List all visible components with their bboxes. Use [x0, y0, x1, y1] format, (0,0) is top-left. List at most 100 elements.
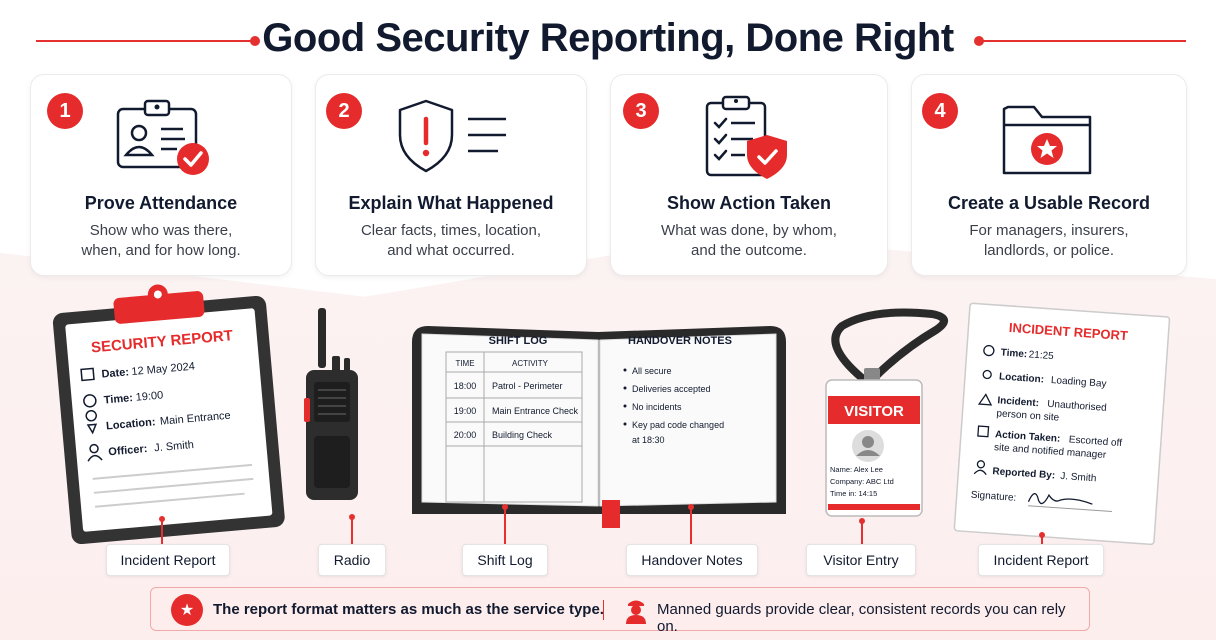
connector-line	[690, 508, 692, 544]
step-badge-1: 1	[47, 93, 83, 129]
card-desc-line: landlords, or police.	[983, 242, 1115, 259]
connector-dot	[349, 514, 355, 520]
visitor-time-in: Time in: 14:15	[830, 489, 877, 498]
log-row-activity: Building Check	[492, 430, 553, 440]
title-rule-left	[36, 40, 252, 42]
officer-icon	[89, 443, 99, 454]
incident-location-label: Location:	[999, 371, 1045, 385]
card-desc-line: when, and for how long.	[81, 242, 241, 259]
handover-item: All secure	[632, 366, 672, 376]
card-title: Create a Usable Record	[947, 193, 1151, 213]
handover-heading: HANDOVER NOTES	[628, 335, 732, 347]
connector-dot	[159, 516, 165, 522]
title-rule-right	[980, 40, 1186, 42]
action-label: Action Taken:	[995, 429, 1061, 445]
card-desc-line: and what occurred.	[387, 242, 515, 259]
label-incident-report: Incident Report	[106, 544, 230, 576]
officer-label: Officer:	[108, 443, 148, 458]
title-dot-left	[250, 36, 260, 46]
card-description: Show who was there, when, and for how lo…	[31, 221, 291, 261]
log-row-time: 19:00	[454, 406, 477, 416]
label-handover-notes: Handover Notes	[626, 544, 758, 576]
banner-right-text: Manned guards provide clear, consistent …	[657, 601, 1066, 635]
log-row-activity: Main Entrance Check	[492, 406, 579, 416]
connector-dot	[859, 518, 865, 524]
location-pin-icon	[982, 369, 992, 380]
incident-time-label: Time:	[1000, 347, 1027, 360]
card-description: Clear facts, times, location, and what o…	[316, 221, 586, 261]
card-create-usable-record: 4 Create a Usable Record For managers, i…	[911, 74, 1187, 276]
connector-line	[861, 522, 863, 544]
card-desc-line: and the outcome.	[691, 242, 807, 259]
connector-dot	[1039, 532, 1045, 538]
date-value: 12 May 2024	[131, 361, 195, 378]
card-show-action-taken: 3 Show Action Taken What was done, by wh…	[610, 74, 888, 276]
col-time: TIME	[455, 359, 474, 368]
banner-divider	[603, 600, 604, 620]
warning-icon	[977, 393, 993, 406]
card-prove-attendance: 1 Prove Attendance Show who was there, w…	[30, 74, 292, 276]
card-description: For managers, insurers, landlords, or po…	[912, 221, 1186, 261]
card-title: Prove Attendance	[84, 193, 238, 213]
clock-icon	[83, 394, 97, 408]
security-report-clipboard: SECURITY REPORT Date: 12 May 2024 Time: …	[52, 284, 285, 544]
shield-alert-icon	[398, 99, 506, 173]
radio-walkie-talkie	[304, 308, 358, 500]
connector-dot	[688, 504, 694, 510]
date-label: Date:	[101, 366, 129, 380]
card-title: Show Action Taken	[666, 193, 831, 213]
footer-banner: ★ The report format matters as much as t…	[150, 587, 1090, 635]
officer-value: J. Smith	[154, 439, 195, 454]
step-badge-4: 4	[922, 93, 958, 129]
card-desc-line: Show who was there,	[89, 222, 233, 239]
shift-log-heading: SHIFT LOG	[489, 335, 548, 347]
card-desc-line: Clear facts, times, location,	[360, 222, 542, 239]
visitor-heading: VISITOR	[844, 403, 904, 420]
reported-label: Reported By:	[992, 466, 1055, 481]
incident-report-sheet: INCIDENT REPORT Time: 21:25 Location: Lo…	[953, 302, 1171, 546]
signature-scribble	[1027, 492, 1093, 505]
calendar-icon	[80, 367, 95, 382]
action-value: Escorted off	[1068, 434, 1122, 449]
card-explain-what-happened: 2 Explain What Happened Clear facts, tim…	[315, 74, 587, 276]
card-title: Explain What Happened	[348, 193, 554, 213]
clipboard-checklist-icon	[705, 95, 787, 179]
id-badge-check-icon	[116, 99, 209, 175]
connector-dot	[502, 504, 508, 510]
title-dot-right	[974, 36, 984, 46]
visitor-pass: VISITOR Name: Alex Lee Company: ABC Ltd …	[825, 308, 948, 517]
col-activity: ACTIVITY	[512, 359, 549, 368]
connector-line	[161, 520, 163, 544]
log-row-time: 20:00	[454, 430, 477, 440]
handover-item: No incidents	[632, 402, 682, 412]
visitor-name: Name: Alex Lee	[830, 465, 883, 474]
label-visitor-entry: Visitor Entry	[806, 544, 916, 576]
log-row-time: 18:00	[454, 381, 477, 391]
connector-line	[504, 508, 506, 544]
incident-location-value: Loading Bay	[1051, 375, 1107, 390]
page-title: Good Security Reporting, Done Right	[262, 16, 954, 60]
security-guard-icon	[626, 600, 646, 624]
card-desc-line: What was done, by whom,	[661, 222, 837, 239]
log-row-activity: Patrol - Perimeter	[492, 381, 563, 391]
time-label: Time:	[103, 392, 133, 406]
banner-left-text: The report format matters as much as the…	[213, 601, 604, 618]
location-pin-icon	[85, 410, 98, 435]
card-desc-line: For managers, insurers,	[969, 222, 1129, 239]
incident-type-label: Incident:	[997, 395, 1039, 409]
checkbox-icon	[977, 425, 990, 438]
incident-type-value: Unauthorised	[1047, 399, 1107, 414]
incident-type-value: person on site	[996, 408, 1060, 423]
label-incident-report-2: Incident Report	[978, 544, 1104, 576]
location-label: Location:	[106, 416, 156, 432]
person-icon	[976, 460, 986, 469]
star-icon: ★	[171, 594, 203, 626]
handover-item: Deliveries accepted	[632, 384, 711, 394]
card-description: What was done, by whom, and the outcome.	[611, 221, 887, 261]
connector-line	[1041, 536, 1043, 544]
time-value: 19:00	[135, 389, 163, 403]
connector-line	[351, 518, 353, 544]
shift-log-book: SHIFT LOG TIME ACTIVITY 18:00 Patrol - P…	[412, 326, 786, 528]
visitor-company: Company: ABC Ltd	[830, 477, 894, 486]
label-shift-log: Shift Log	[462, 544, 548, 576]
